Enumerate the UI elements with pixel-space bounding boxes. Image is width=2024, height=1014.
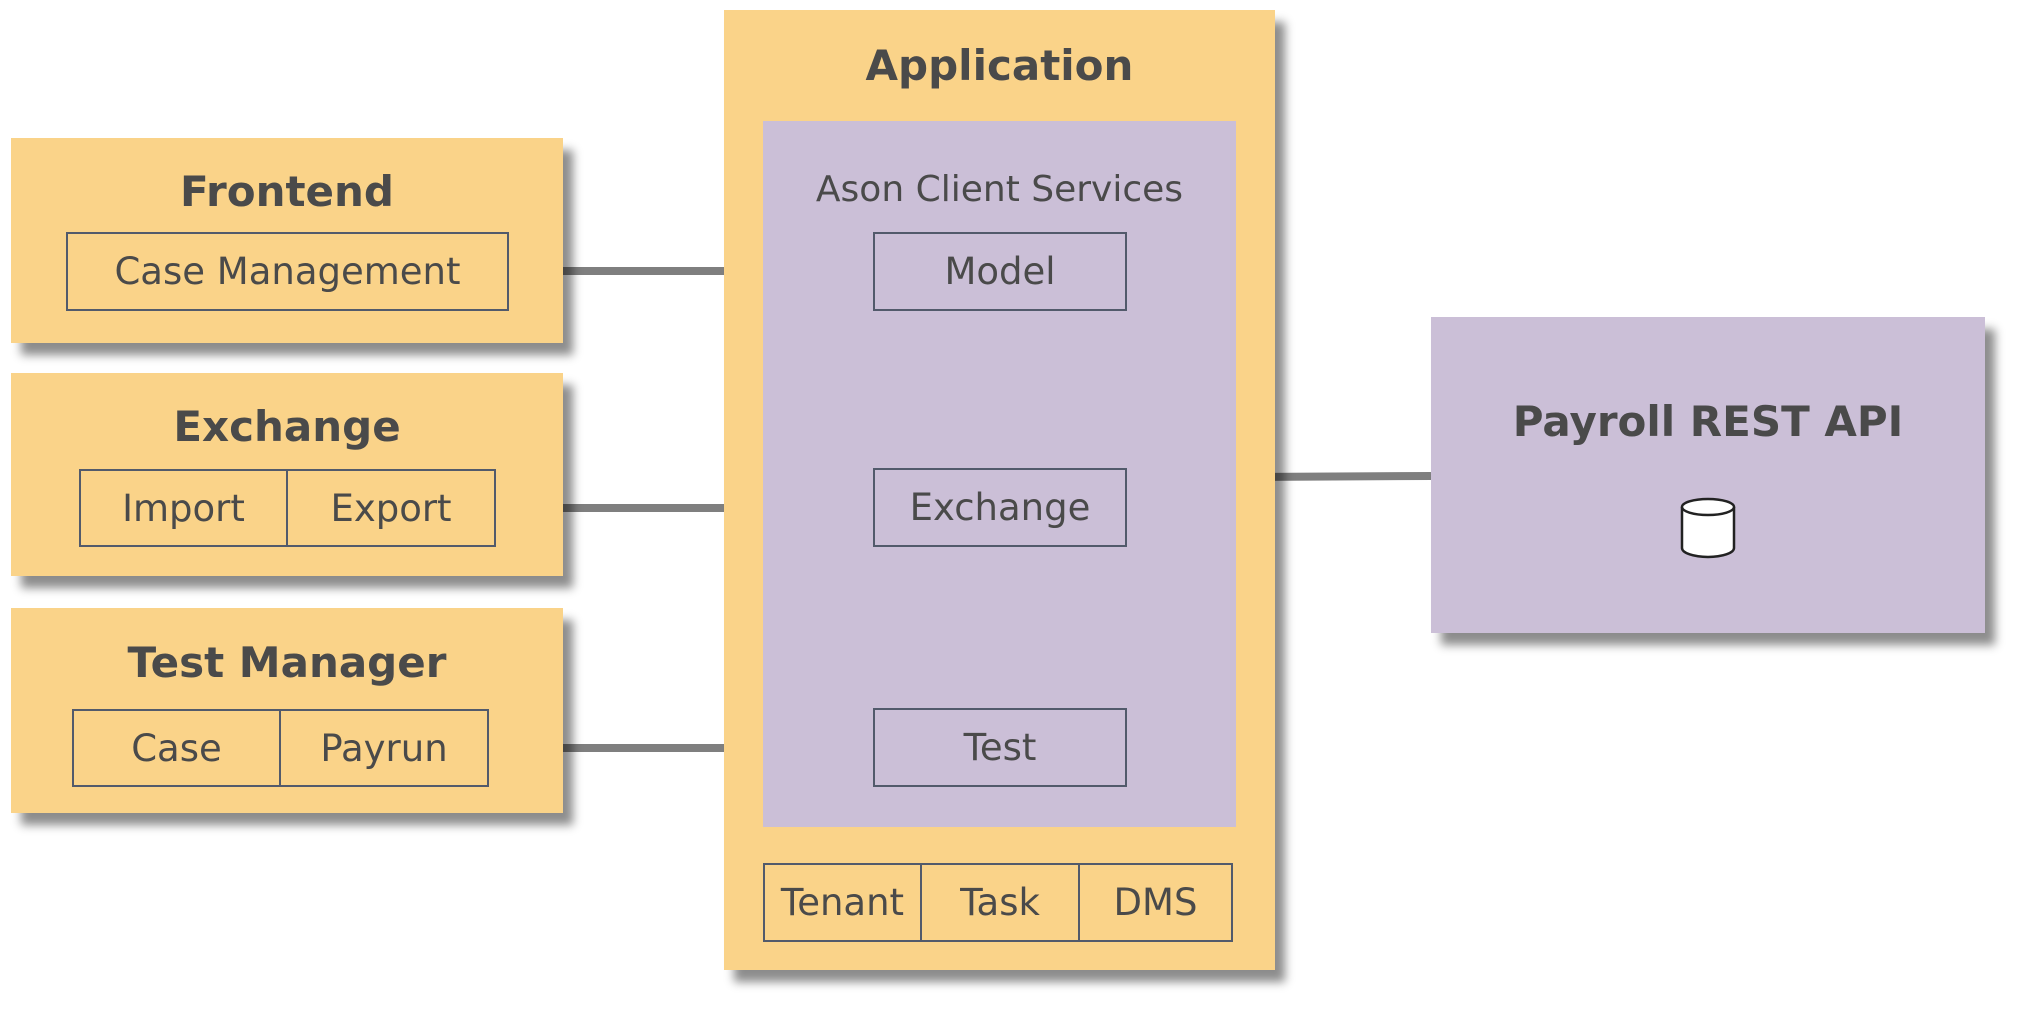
export-box: Export (288, 469, 496, 547)
dms-box: DMS (1080, 863, 1233, 942)
client-services-panel: Ason Client Services Model Exchange Test (763, 121, 1236, 827)
tenant-box: Tenant (763, 863, 922, 942)
import-box: Import (79, 469, 288, 547)
case-box: Case (72, 709, 281, 787)
frontend-title: Frontend (180, 167, 394, 216)
exchange-box: Exchange (873, 468, 1127, 547)
connector-export-to-exchange (496, 504, 873, 512)
test-box: Test (873, 708, 1127, 787)
test-manager-panel: Test Manager Case Payrun (11, 608, 563, 813)
model-box: Model (873, 232, 1127, 311)
client-services-title: Ason Client Services (815, 169, 1184, 210)
application-title: Application (865, 41, 1134, 90)
frontend-panel: Frontend Case Management (11, 138, 563, 343)
test-manager-title: Test Manager (127, 638, 447, 687)
database-icon (1680, 497, 1736, 559)
case-management-box: Case Management (66, 232, 509, 311)
payrun-box: Payrun (281, 709, 489, 787)
payroll-api-title: Payroll REST API (1512, 397, 1904, 446)
connector-payrun-to-test (488, 744, 873, 752)
exchange-panel: Exchange Import Export (11, 373, 563, 576)
task-box: Task (922, 863, 1080, 942)
exchange-title: Exchange (173, 402, 401, 451)
connector-case-management-to-model (507, 267, 873, 275)
payroll-api-panel: Payroll REST API (1431, 317, 1985, 633)
application-panel: Application Ason Client Services Model E… (724, 10, 1275, 970)
